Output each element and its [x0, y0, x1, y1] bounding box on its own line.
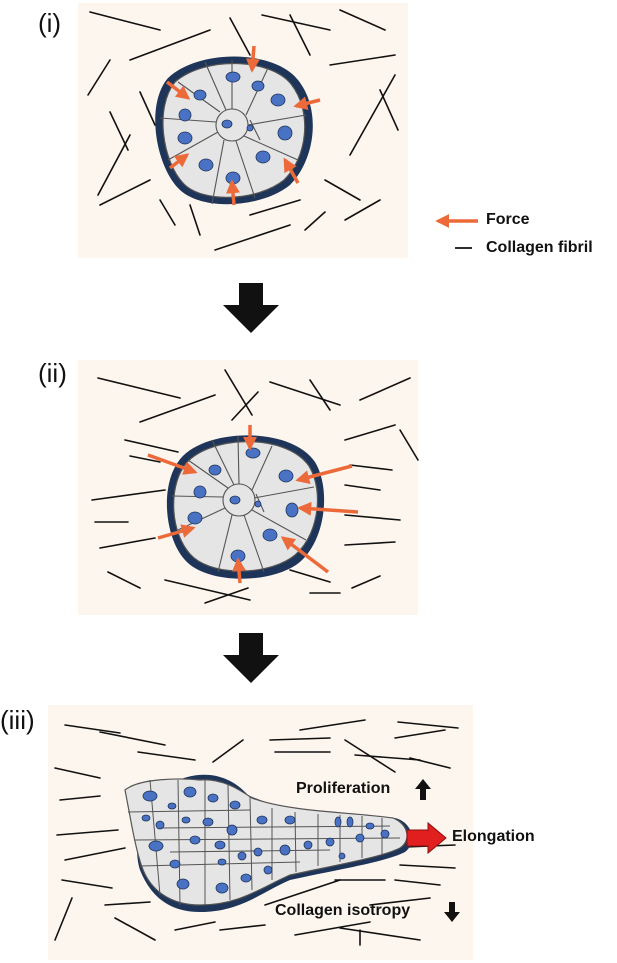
down-arrow-icon: [223, 283, 279, 333]
organoid-iii: [124, 774, 413, 912]
force-arrows-ii: [147, 425, 359, 584]
panel-iii-fibrils: [54, 719, 459, 946]
elongation-arrow-icon: [406, 821, 447, 855]
panel-label-ii: (ii): [38, 358, 67, 388]
isotropy-label: Collagen isotropy: [275, 902, 411, 919]
organoid-i: [155, 56, 313, 205]
panel-label-iii: (iii): [0, 705, 35, 735]
panel-i-fibrils: [87, 9, 399, 251]
panel-label-i: (i): [38, 8, 62, 38]
down-arrow-icon: [444, 902, 460, 922]
legend-force-label: Force: [486, 211, 530, 228]
force-arrows-i: [165, 45, 321, 206]
legend-fibril-label: Collagen fibril: [486, 239, 593, 256]
elongation-label: Elongation: [452, 828, 535, 845]
down-arrow-icon: [223, 633, 279, 683]
up-arrow-icon: [415, 779, 431, 800]
legend: [435, 214, 478, 249]
proliferation-label: Proliferation: [296, 780, 391, 797]
panel-ii-fibrils: [91, 369, 419, 604]
